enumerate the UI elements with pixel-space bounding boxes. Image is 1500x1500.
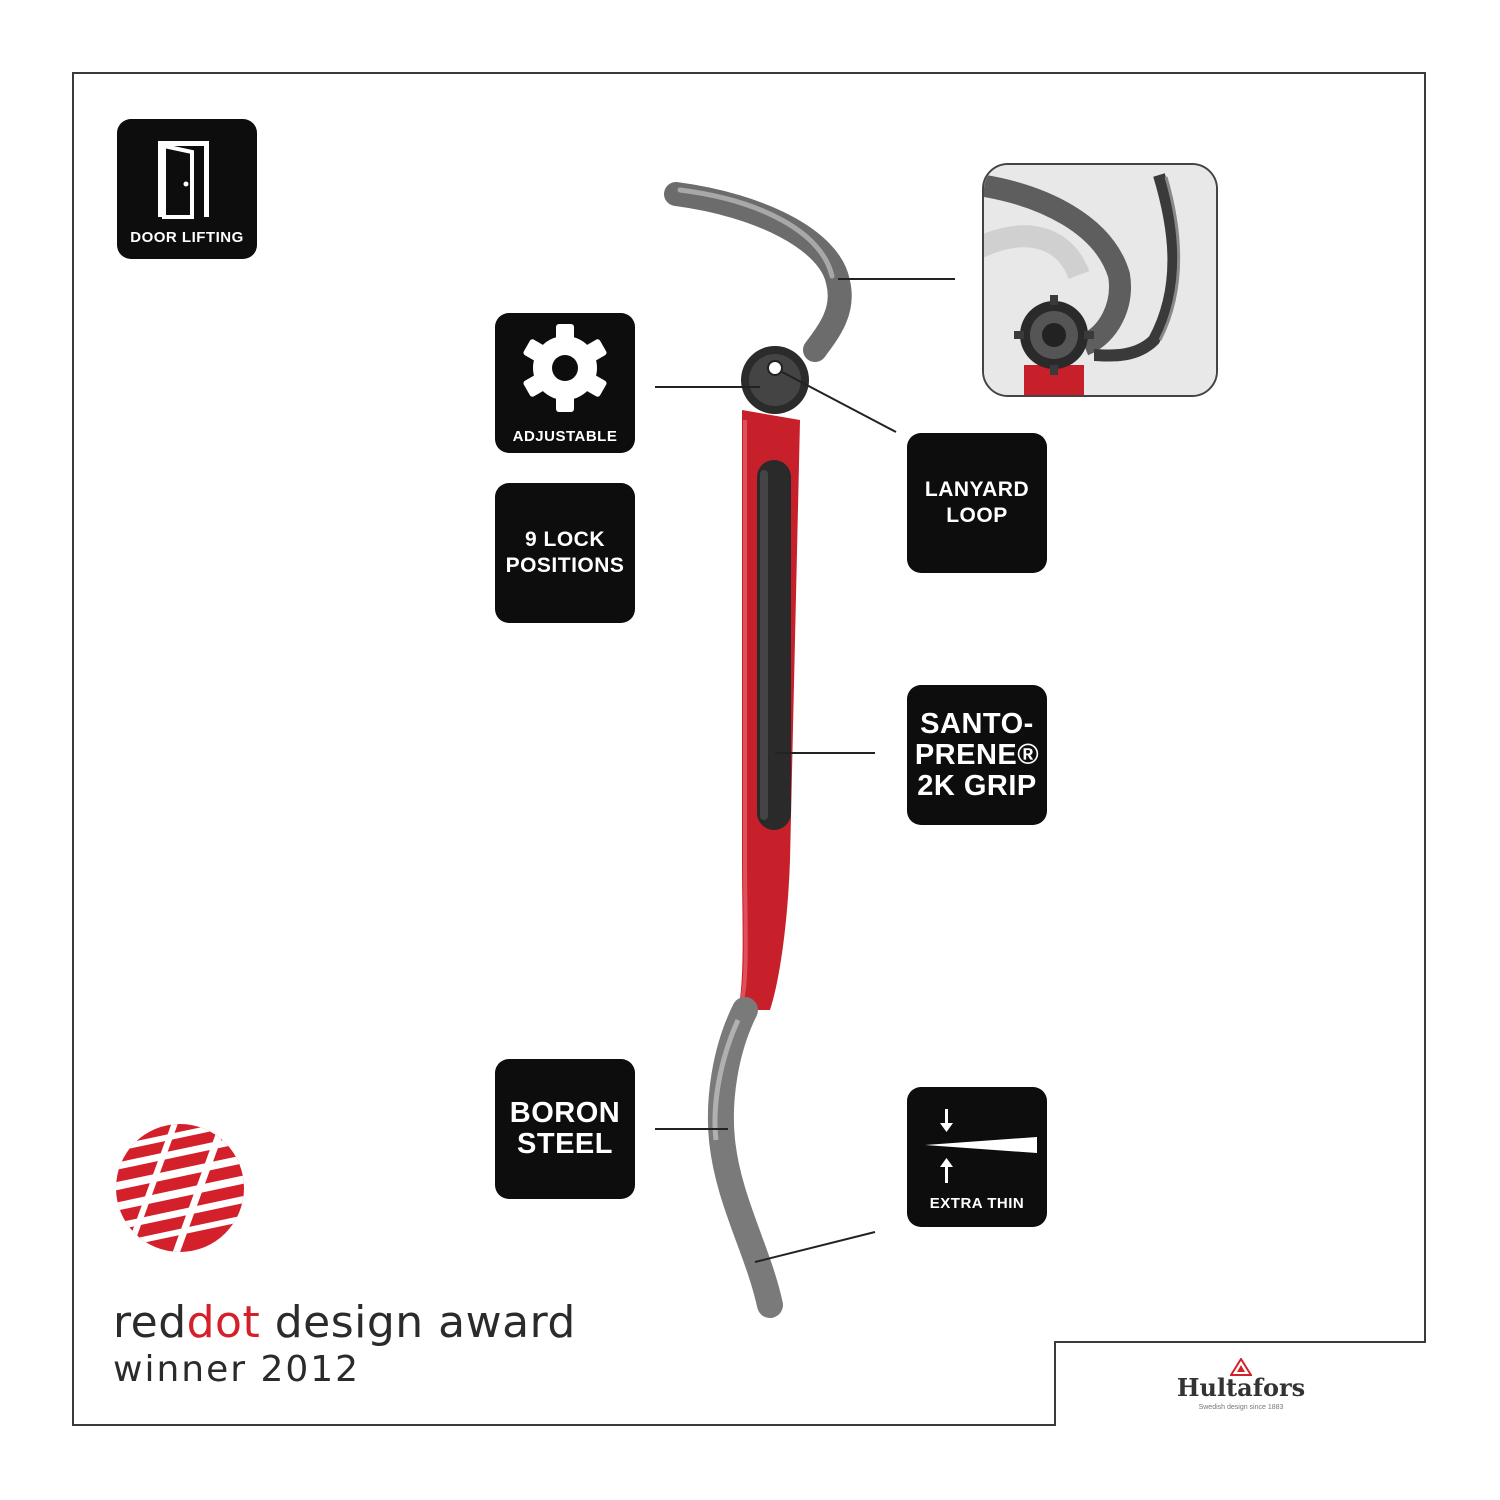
reddot-award-line2: winner 2012 <box>113 1349 361 1390</box>
badge-boron-steel: BORON STEEL <box>495 1059 635 1199</box>
tool-claw-top <box>664 182 852 362</box>
extra-thin-label: EXTRA THIN <box>929 1194 1025 1212</box>
reddot-design-award: design award <box>260 1297 576 1348</box>
grip-line2: PRENE® <box>914 738 1040 771</box>
badge-grip: SANTO- PRENE® 2K GRIP <box>907 685 1047 825</box>
arrow-up-icon <box>940 1157 953 1183</box>
lanyard-loop-line2: LOOP <box>946 504 1008 527</box>
reddot-word-dot: dot <box>186 1297 261 1348</box>
leader-lanyard <box>781 371 897 433</box>
hultafors-brand-box: Hultafors Swedish design since 1883 <box>1054 1341 1426 1426</box>
lock-positions-line2: POSITIONS <box>505 554 625 577</box>
lanyard-loop-line1: LANYARD <box>924 478 1030 501</box>
boron-steel-line1: BORON <box>509 1097 621 1129</box>
gear-icon <box>523 323 607 412</box>
door-lifting-label: DOOR LIFTING <box>130 228 244 246</box>
grip-line1: SANTO- <box>920 707 1034 740</box>
tool-blade <box>707 997 783 1318</box>
badge-lanyard-loop: LANYARD LOOP <box>907 433 1047 573</box>
badge-lock-positions: 9 LOCK POSITIONS <box>495 483 635 623</box>
claw-detail-image <box>984 165 1216 395</box>
adjustable-label: ADJUSTABLE <box>512 427 618 445</box>
reddot-award-text: reddot design award winner 2012 <box>113 1298 576 1392</box>
wedge-icon <box>925 1136 1037 1153</box>
boron-steel-line2: STEEL <box>517 1128 613 1160</box>
hultafors-tagline: Swedish design since 1883 <box>1198 1404 1284 1411</box>
claw-detail-inset <box>982 163 1218 397</box>
badge-door-lifting: DOOR LIFTING <box>117 119 257 259</box>
hultafors-logo <box>1230 1358 1252 1376</box>
reddot-logo <box>116 1124 244 1252</box>
extra-thin-icon <box>925 1108 1037 1183</box>
badge-adjustable: ADJUSTABLE <box>495 313 635 453</box>
leader-extra-thin <box>754 1231 876 1263</box>
reddot-award-line1: reddot design award <box>113 1298 576 1348</box>
lock-positions-line1: 9 LOCK <box>524 528 605 551</box>
door-icon <box>158 140 209 219</box>
lanyard-hole <box>767 360 783 376</box>
arrow-down-icon <box>940 1108 953 1132</box>
reddot-word-red: red <box>113 1297 187 1348</box>
badge-extra-thin: EXTRA THIN <box>907 1087 1047 1227</box>
grip-line3: 2K GRIP <box>917 769 1037 802</box>
hultafors-name: Hultafors <box>1176 1373 1306 1402</box>
